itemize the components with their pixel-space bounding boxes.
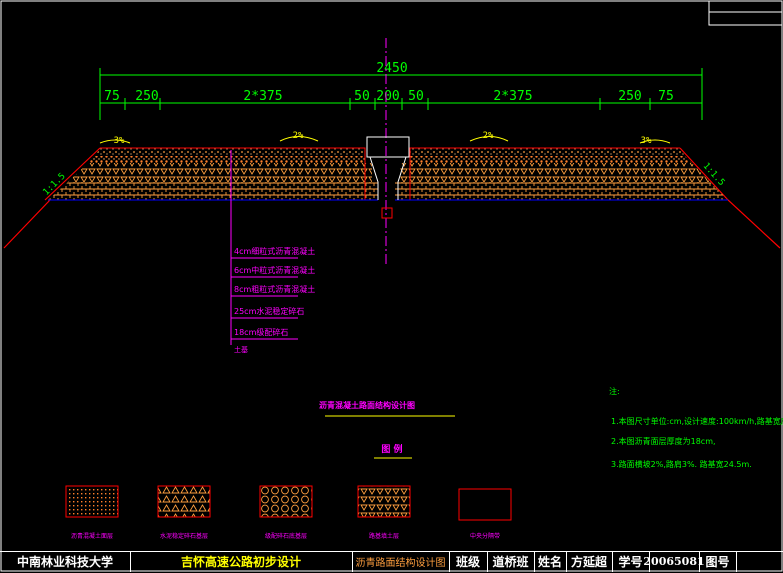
legend-label-2: 水泥稳定碎石基层: [160, 532, 208, 540]
project-name: 吉怀高速公路初步设计: [180, 555, 301, 569]
total-width-label: 2450: [376, 61, 407, 76]
title-block: [0, 551, 783, 573]
name-label: 姓名: [537, 555, 562, 569]
top-right-title-box: [708, 0, 783, 26]
legend-swatch-4: [357, 485, 411, 518]
id-label: 学号: [618, 555, 643, 569]
id-value: 20065081: [643, 555, 705, 568]
right-pavement: [395, 147, 728, 201]
dim-part-7: 2*375: [493, 89, 532, 104]
legend-swatch-2: [157, 485, 211, 518]
dim-part-5: 200: [376, 89, 399, 104]
notes-title: 注:: [609, 386, 620, 396]
legend-label-5: 中央分隔带: [470, 532, 500, 540]
name-value: 方延超: [570, 555, 607, 569]
dim-part-1: 75: [104, 89, 120, 104]
dim-part-8: 250: [618, 89, 641, 104]
layer-label-5: 18cm级配碎石: [234, 327, 288, 337]
layer-label-6: 土基: [234, 345, 248, 354]
note-2: 2.本图沥青面层厚度为18cm,: [611, 436, 716, 446]
dim-part-9: 75: [658, 89, 674, 104]
layer-label-3: 8cm粗粒式沥青混凝土: [234, 284, 315, 294]
layer-label-1: 4cm细粒式沥青混凝土: [234, 246, 315, 256]
legend-label-3: 级配碎石底基层: [265, 532, 307, 540]
legend-swatch-5: [458, 488, 512, 521]
legend-swatches: [65, 485, 512, 521]
right-shoulder-slope: 3%: [641, 136, 652, 146]
left-lane-slope: 2%: [293, 131, 304, 141]
legend-swatch-3: [259, 485, 313, 518]
slope-arrows: [99, 136, 671, 144]
layer-label-2: 6cm中粒式沥青混凝土: [234, 265, 315, 275]
median: [366, 136, 410, 219]
note-3: 3.路面横坡2%,路肩3%. 路基宽24.5m.: [611, 459, 752, 469]
dim-part-4: 50: [354, 89, 370, 104]
dimension-lines: [99, 68, 703, 120]
layer-callout-lines: [230, 150, 298, 345]
left-shoulder-slope: 3%: [114, 136, 125, 146]
class-value: 道桥班: [492, 555, 529, 569]
section-title: 沥青混凝土路面结构设计图: [319, 400, 415, 410]
dim-part-3: 2*375: [243, 89, 282, 104]
note-1: 1.本图尺寸单位:cm,设计速度:100km/h,路基宽度:20.: [611, 416, 783, 426]
dim-part-2: 250: [135, 89, 158, 104]
legend-label-1: 沥青混凝土面层: [71, 532, 113, 540]
dim-part-6: 50: [408, 89, 424, 104]
legend-label-4: 路基填土层: [369, 532, 399, 540]
right-lane-slope: 2%: [483, 131, 494, 141]
legend-swatch-1: [65, 485, 119, 518]
figno-value: [736, 551, 783, 572]
school-name: 中南林业科技大学: [16, 555, 113, 569]
drawing-name: 沥青路面结构设计图: [355, 558, 446, 569]
class-label: 班级: [455, 555, 480, 569]
layer-label-4: 25cm水泥稳定碎石: [234, 306, 304, 316]
legend-title: 图 例: [381, 443, 402, 455]
figno-label: 图号: [705, 555, 730, 569]
left-pavement: [48, 147, 378, 201]
